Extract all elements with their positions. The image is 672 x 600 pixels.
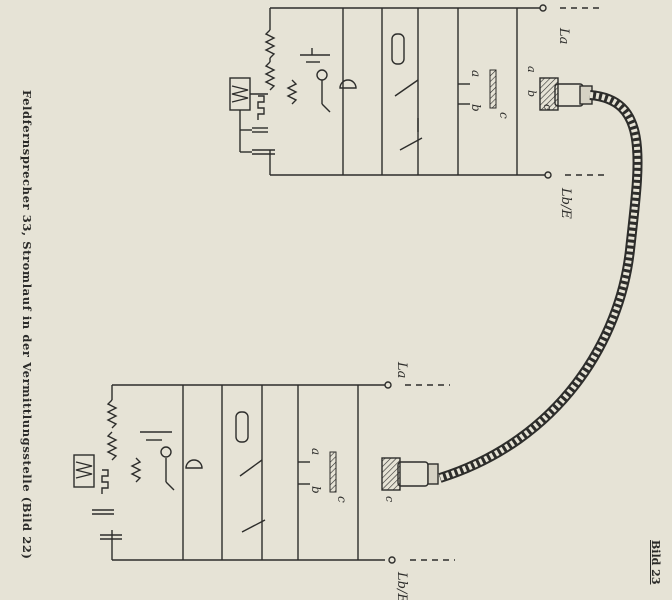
upper-label-contact-b: b (469, 104, 483, 112)
upper-label-la: La (556, 27, 571, 44)
lower-label-lb: Lb/E (394, 571, 409, 600)
lower-relay-coil (235, 411, 249, 443)
lower-label-la: La (394, 361, 409, 378)
lower-label-plug-c: c (383, 496, 396, 502)
upper-coil (257, 95, 265, 120)
upper-terminal-lb (544, 171, 552, 179)
lower-contact-bar (329, 451, 337, 493)
upper-receiver (339, 79, 357, 89)
lower-label-contact-a: a (309, 448, 323, 455)
lower-terminal-lb (388, 556, 396, 564)
lower-label-contact-b: b (309, 486, 323, 494)
upper-circuit (229, 7, 545, 176)
lower-plug (381, 457, 439, 491)
lower-label-contact-c: c (335, 496, 349, 503)
upper-relay-coil (391, 33, 405, 65)
lower-circuit (73, 384, 385, 561)
lower-receiver (185, 459, 203, 469)
upper-contact-bar (489, 69, 497, 109)
upper-label-contact-c: c (497, 112, 511, 119)
upper-plug (539, 77, 593, 111)
lower-terminal-la (384, 381, 392, 389)
upper-label-lb: Lb/E (558, 187, 573, 219)
upper-label-plug-a: a (525, 66, 538, 73)
upper-resistor-1 (264, 29, 276, 59)
upper-label-plug-c: c (541, 104, 554, 110)
upper-label-plug-b: b (525, 90, 538, 97)
lower-transformer (73, 454, 95, 488)
upper-resistor-2 (264, 61, 276, 91)
upper-label-contact-a: a (469, 70, 483, 77)
upper-terminal-la (539, 4, 547, 12)
lower-coil (101, 469, 109, 494)
